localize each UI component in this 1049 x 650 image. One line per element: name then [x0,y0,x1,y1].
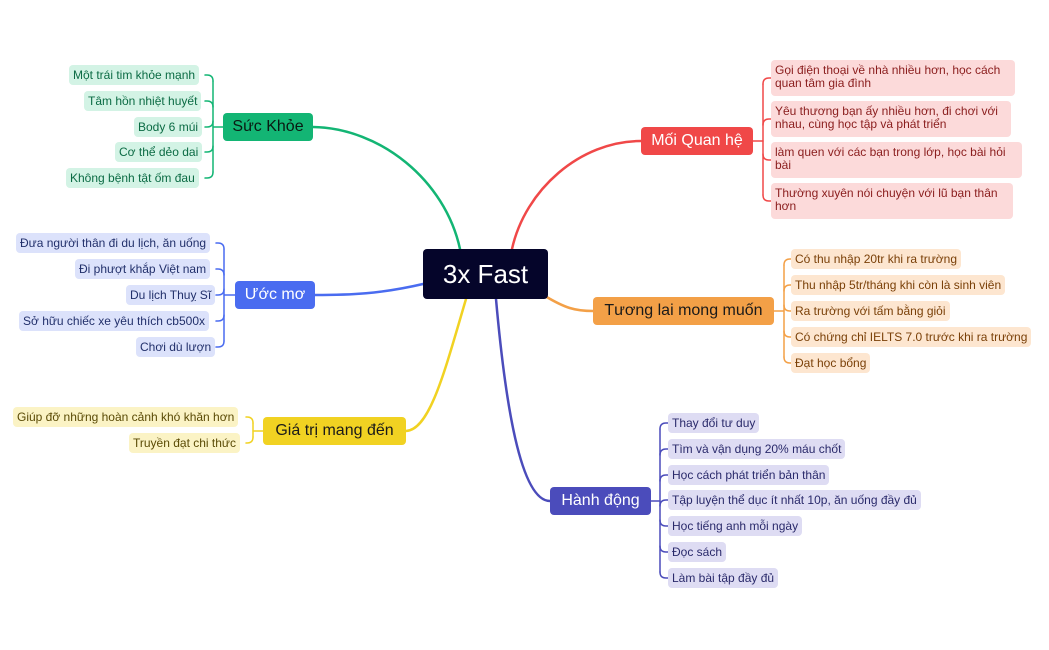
link-root-tuong-lai [543,294,595,313]
leaf-hanh-dong[interactable]: Tập luyện thể dục ít nhất 10p, ăn uống đ… [668,490,921,510]
bracket-gia-tri-tick [245,416,254,424]
bracket-suc-khoe-tick [204,74,214,82]
leaf-hanh-dong[interactable]: Học cách phát triển bản thân [668,465,830,485]
leaf-tuong-lai[interactable]: Thu nhập 5tr/tháng khi còn là sinh viên [791,275,1006,295]
link-root-hanh-dong [494,297,552,503]
leaf-uoc-mo[interactable]: Du lịch Thuỵ Sĩ [126,285,216,305]
bracket-uoc-mo-tick [215,288,225,296]
leaf-moi-quan-he[interactable]: Thường xuyên nói chuyện với lũ bạn thân … [771,183,1013,219]
leaf-uoc-mo[interactable]: Đi phượt khắp Việt nam [75,259,211,279]
bracket-moi-quan-he-tick [762,77,772,85]
bracket-uoc-mo-tick [215,340,225,348]
bracket-hanh-dong-tick [659,571,669,579]
bracket-tuong-lai-tick [783,304,792,312]
branch-hanh-dong[interactable]: Hành động [550,487,651,515]
bracket-moi-quan-he-tick [762,153,772,161]
bracket-hanh-dong-tick [659,448,669,456]
branch-uoc-mo[interactable]: Ước mơ [235,281,315,309]
leaf-uoc-mo[interactable]: Chơi dù lượn [136,337,216,357]
leaf-uoc-mo[interactable]: Đưa người thân đi du lịch, ăn uống [16,233,211,253]
bracket-hanh-dong-tick [659,474,669,482]
bracket-moi-quan-he-tick [762,194,772,202]
bracket-moi-quan-he-tick [762,118,772,126]
bracket-uoc-mo-tick [215,268,225,276]
leaf-moi-quan-he[interactable]: làm quen với các bạn trong lớp, học bài … [771,142,1022,178]
root-node[interactable]: 3x Fast [423,249,548,299]
link-root-moi-quan-he [510,139,643,251]
leaf-hanh-dong[interactable]: Làm bài tập đầy đủ [668,568,779,588]
leaf-hanh-dong[interactable]: Thay đổi tư duy [668,413,760,433]
bracket-uoc-mo-tick [215,242,225,250]
branch-moi-quan-he[interactable]: Mối Quan hệ [641,127,753,155]
bracket-tuong-lai-tick [783,356,792,364]
leaf-suc-khoe[interactable]: Một trái tim khỏe mạnh [69,65,200,85]
leaf-moi-quan-he[interactable]: Gọi điện thoại về nhà nhiều hơn, học các… [771,60,1015,96]
bracket-tuong-lai-tick [783,330,792,338]
leaf-tuong-lai[interactable]: Ra trường với tấm bằng giỏi [791,301,950,321]
bracket-suc-khoe-tick [204,120,214,128]
leaf-hanh-dong[interactable]: Học tiếng anh mỗi ngày [668,516,803,536]
bracket-uoc-mo-tick [215,314,225,322]
leaf-hanh-dong[interactable]: Tìm và vận dụng 20% máu chốt [668,439,846,459]
leaf-tuong-lai[interactable]: Có thu nhập 20tr khi ra trường [791,249,961,269]
bracket-suc-khoe-tick [204,171,214,179]
leaf-suc-khoe[interactable]: Cơ thể dẻo dai [115,142,203,162]
bracket-hanh-dong-tick [659,422,669,430]
leaf-suc-khoe[interactable]: Body 6 múi [134,117,203,137]
link-root-suc-khoe [311,125,462,251]
bracket-hanh-dong-tick [659,545,669,553]
link-root-gia-tri [404,297,468,433]
leaf-gia-tri[interactable]: Giúp đỡ những hoàn cảnh khó khăn hơn [13,407,239,427]
leaf-suc-khoe[interactable]: Tâm hồn nhiệt huyết [84,91,202,111]
leaf-moi-quan-he[interactable]: Yêu thương bạn ấy nhiều hơn, đi chơi với… [771,101,1011,137]
leaf-tuong-lai[interactable]: Đạt học bổng [791,353,871,373]
leaf-uoc-mo[interactable]: Sở hữu chiếc xe yêu thích cb500x [19,311,210,331]
bracket-suc-khoe-tick [204,145,214,153]
leaf-hanh-dong[interactable]: Đọc sách [668,542,727,562]
bracket-suc-khoe-tick [204,100,214,108]
bracket-tuong-lai-tick [783,258,792,266]
bracket-hanh-dong-tick [659,519,669,527]
leaf-gia-tri[interactable]: Truyền đạt chi thức [129,433,240,453]
leaf-tuong-lai[interactable]: Có chứng chỉ IELTS 7.0 trước khi ra trườ… [791,327,1032,347]
branch-tuong-lai-mong-muon[interactable]: Tương lai mong muốn [593,297,774,325]
link-root-uoc-mo [313,282,425,297]
leaf-suc-khoe[interactable]: Không bệnh tật ốm đau [66,168,199,188]
bracket-gia-tri-tick [245,436,254,444]
bracket-hanh-dong-tick [659,499,669,507]
branch-suc-khoe[interactable]: Sức Khỏe [223,113,313,141]
branch-gia-tri-mang-den[interactable]: Giá trị mang đến [263,417,406,445]
bracket-tuong-lai-tick [783,284,792,292]
